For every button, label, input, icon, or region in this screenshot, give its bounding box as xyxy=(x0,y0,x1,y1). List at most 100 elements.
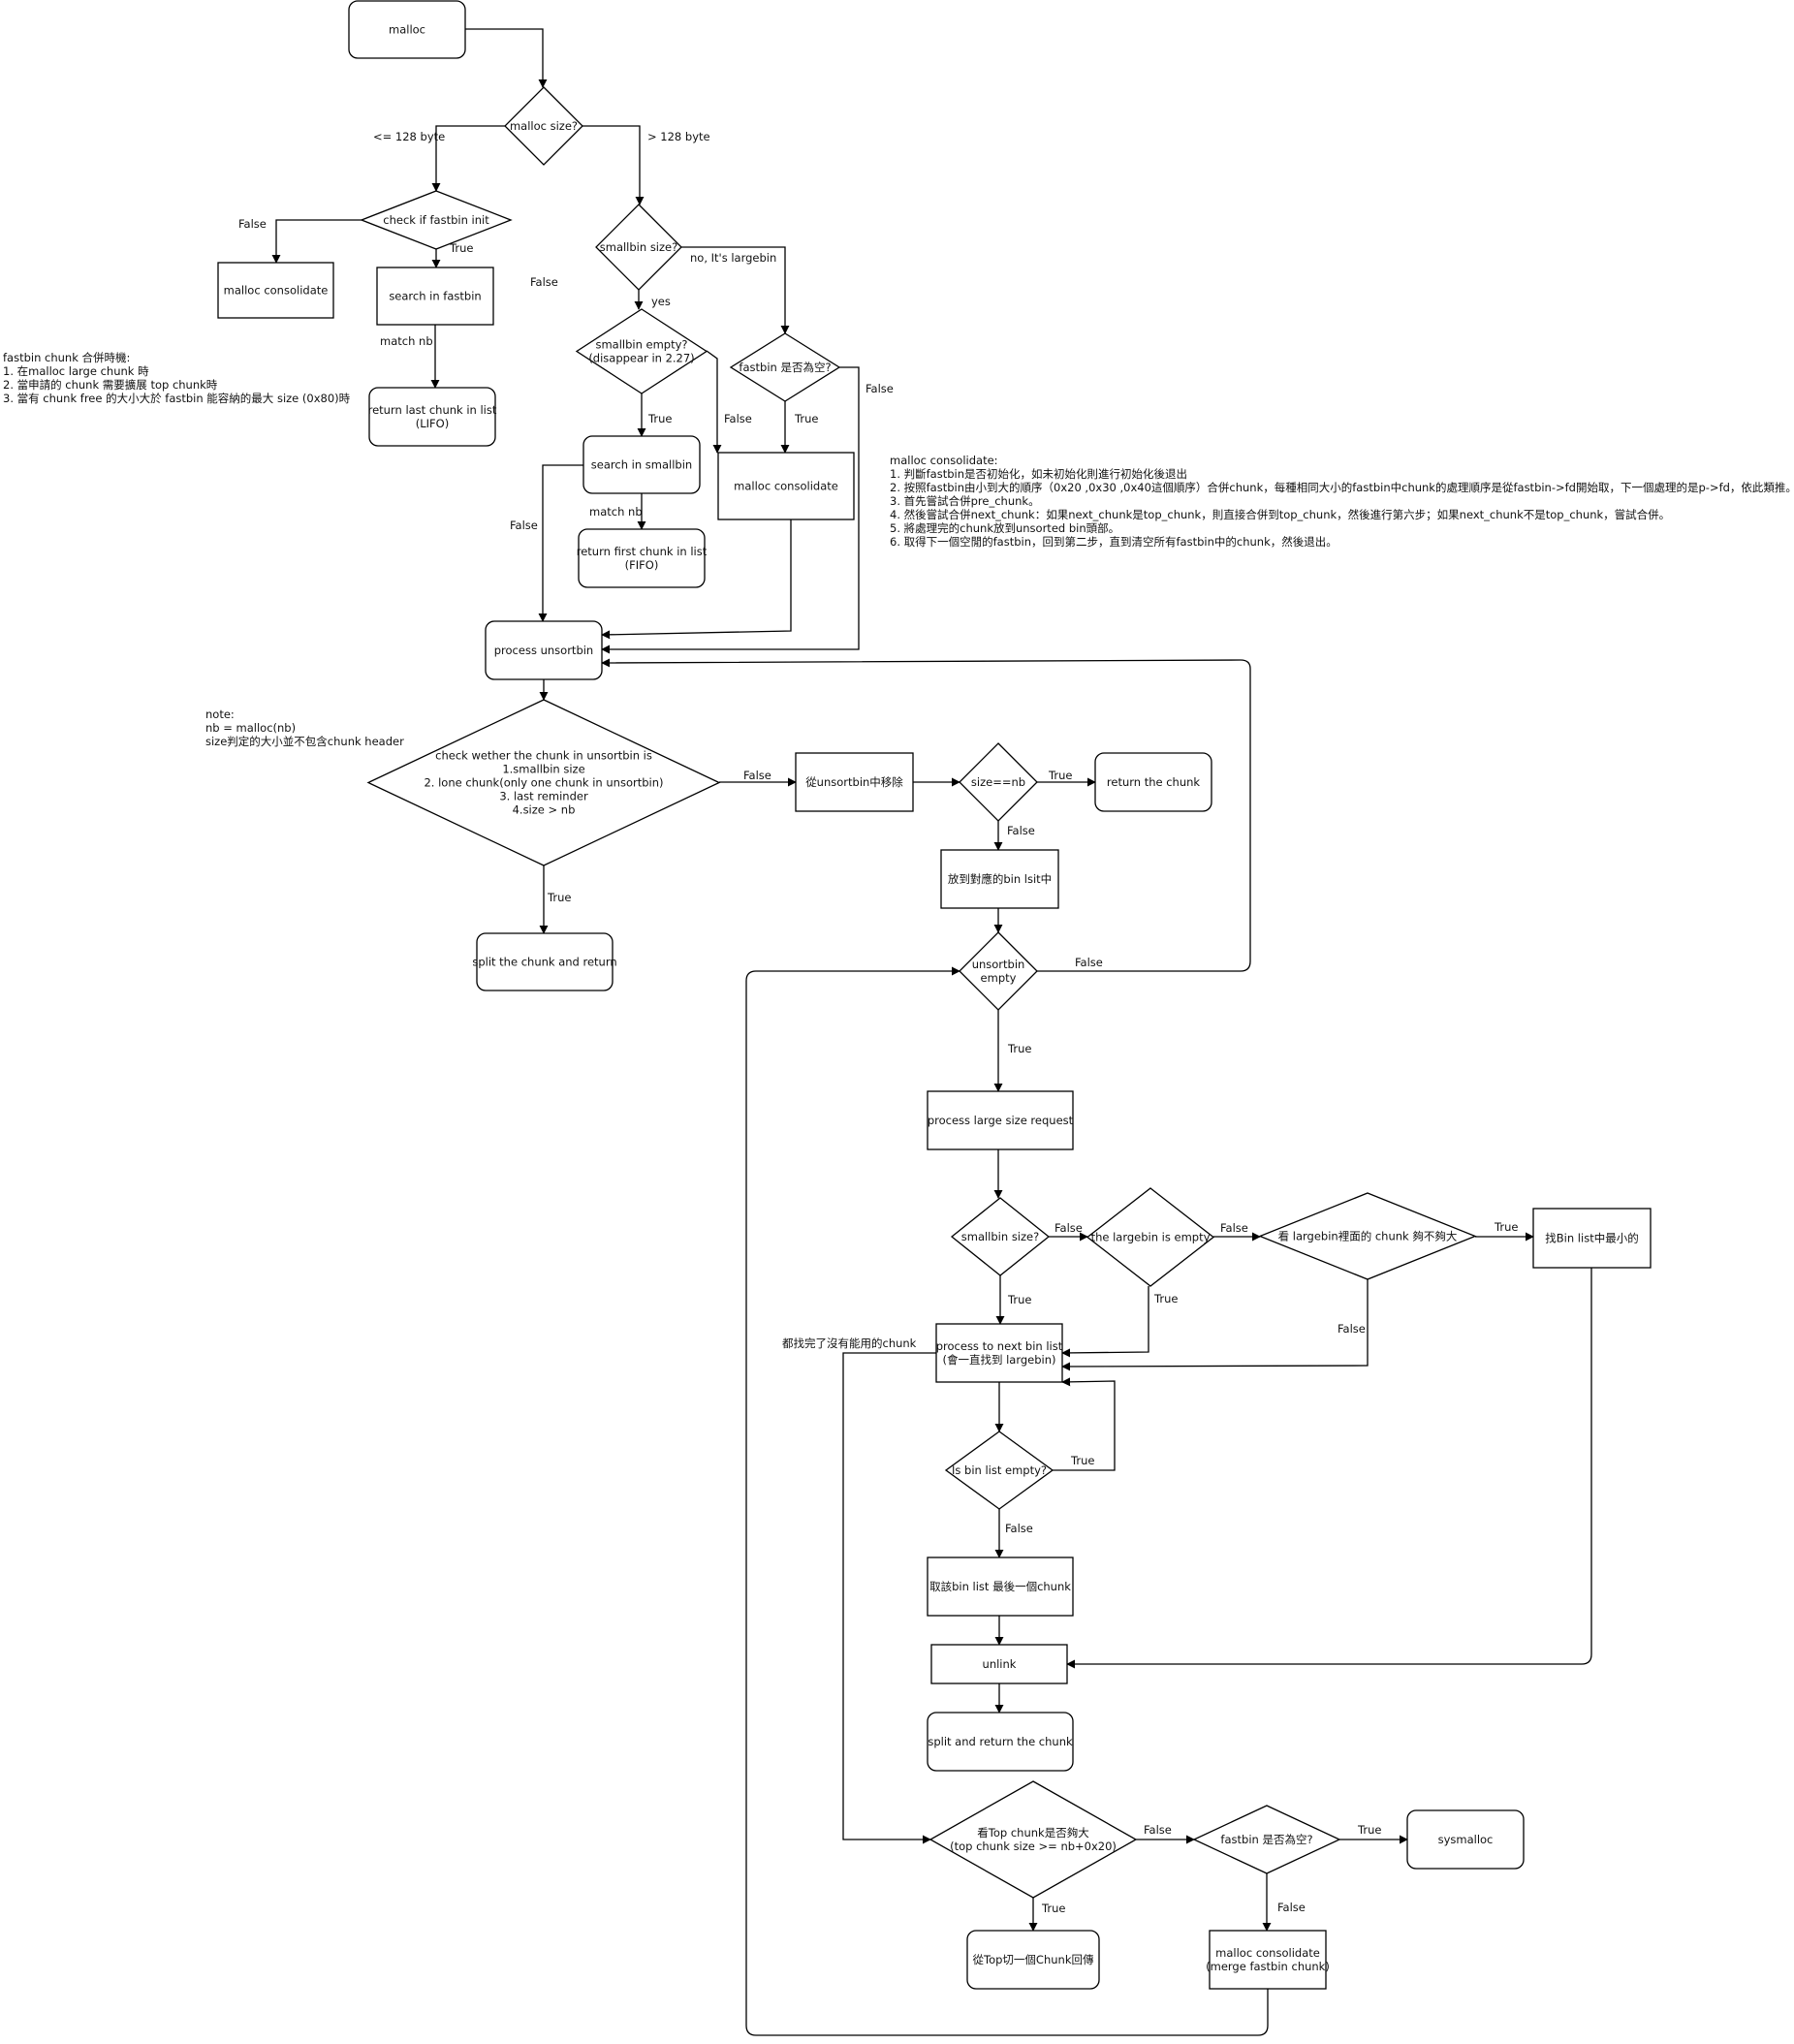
process-unsortbin-box: process unsortbin xyxy=(485,620,603,680)
search-smallbin-box-label: search in smallbin xyxy=(591,458,692,472)
largebin-is-empty-decision-label: the largebin is empty xyxy=(1091,1231,1211,1244)
check-unsortbin-decision-shape xyxy=(366,699,721,866)
top-chunk-big-enough-decision-label-line-2: (top chunk size >= nb+0x20) xyxy=(950,1840,1117,1853)
edge-search-smallbin-false xyxy=(538,464,583,622)
edge-label-smallbin-size-2-true: True xyxy=(1007,1293,1031,1306)
malloc-node: malloc xyxy=(348,0,466,59)
find-smallest-box: 找Bin list中最小的 xyxy=(1532,1208,1652,1269)
check-fastbin-init-decision-label: check if fastbin init xyxy=(383,213,489,227)
split-and-return-box-1-shape xyxy=(476,932,614,991)
return-last-chunk-box: return last chunk in list(LIFO) xyxy=(368,387,497,447)
edge-label-check-false: False xyxy=(743,769,771,782)
edge-size-to-fastbin-init xyxy=(431,125,505,192)
top-chunk-big-enough-decision-label-line-1: 看Top chunk是否夠大 xyxy=(977,1826,1089,1840)
smallbin-size-decision-1-shape xyxy=(595,204,682,291)
return-last-chunk-box-label-line-1: return last chunk in list xyxy=(368,403,497,417)
cut-from-top-box: 從Top切一個Chunk回傳 xyxy=(966,1930,1100,1990)
smallbin-empty-decision: smallbin empty?(disappear in 2.27) xyxy=(575,308,708,394)
edge-all-searched-to-top-chunk xyxy=(842,1352,936,1844)
fastbin-empty-decision-2: fastbin 是否為空? xyxy=(1192,1805,1341,1874)
unlink-box: unlink xyxy=(930,1644,1068,1684)
return-first-chunk-box: return first chunk in list(FIFO) xyxy=(577,528,708,588)
unsortbin-empty-decision-shape xyxy=(959,931,1038,1011)
edge-label-all-searched: 都找完了沒有能用的chunk xyxy=(782,1336,917,1350)
edge-label-unsortbin-empty-true: True xyxy=(1007,1042,1031,1055)
edge-label-yes: yes xyxy=(651,295,671,308)
return-first-chunk-box-label-line-1: return first chunk in list xyxy=(577,545,708,558)
is-bin-list-empty-decision-shape xyxy=(944,1431,1054,1510)
nb-note-line-2: nb = malloc(nb) xyxy=(205,721,296,735)
edge-unsortbin-empty-false xyxy=(601,658,1251,972)
split-and-return-box-2: split and return the chunk xyxy=(927,1712,1074,1772)
process-next-bin-box-shape xyxy=(935,1323,1063,1383)
edge-label-big-enough-false: False xyxy=(1338,1322,1366,1336)
remove-from-unsortbin-box: 從unsortbin中移除 xyxy=(795,752,914,812)
return-the-chunk-box: return the chunk xyxy=(1094,752,1212,812)
check-unsortbin-decision-label-line-4: 3. last reminder xyxy=(499,790,588,803)
edge-label-smallbin-empty-false: False xyxy=(724,412,752,425)
search-smallbin-box-shape xyxy=(582,435,701,494)
fastbin-empty-decision-2-label: fastbin 是否為空? xyxy=(1220,1833,1312,1846)
search-fastbin-box-label: search in fastbin xyxy=(389,290,481,303)
cut-from-top-box-label: 從Top切一個Chunk回傳 xyxy=(973,1953,1094,1966)
unsortbin-empty-decision-label-line-1: unsortbin xyxy=(972,958,1025,971)
fastbin-merge-note-line-1: fastbin chunk 合併時機: xyxy=(3,351,130,364)
edge-size-to-smallbin-size xyxy=(582,125,645,205)
find-smallest-box-label: 找Bin list中最小的 xyxy=(1545,1232,1638,1245)
edge-label-fastbin-init-false: False xyxy=(238,217,267,231)
malloc-consolidate-box-2-shape xyxy=(717,452,855,520)
edge-label-smallbin-size-2-false: False xyxy=(1054,1221,1083,1235)
malloc-node-shape xyxy=(348,0,466,59)
split-and-return-box-1-label: split the chunk and return xyxy=(472,956,616,969)
unlink-box-shape xyxy=(930,1644,1068,1684)
edge-malloc-to-size xyxy=(465,28,548,88)
malloc-consolidate-note-line-3: 2. 按照fastbin由小到大的順序（0x20 ,0x30 ,0x40這個順序… xyxy=(890,481,1794,494)
edge-find-smallest-to-unlink xyxy=(1066,1268,1592,1669)
take-last-chunk-box-shape xyxy=(927,1557,1074,1617)
search-fastbin-box-shape xyxy=(376,267,494,326)
size-eq-nb-decision-label: size==nb xyxy=(971,775,1025,789)
edge-big-enough-false xyxy=(1061,1279,1369,1371)
fastbin-empty-decision-1-label: fastbin 是否為空? xyxy=(739,361,831,374)
edge-label-size-nb-true: True xyxy=(1048,769,1072,782)
edge-label-match-nb-2: match nb xyxy=(589,505,643,519)
edge-bin-list-empty-true xyxy=(1053,1377,1116,1471)
smallbin-empty-decision-label-line-1: smallbin empty? xyxy=(595,338,687,352)
malloc-consolidate-box-2-label: malloc consolidate xyxy=(734,480,838,493)
edge-label-size-nb-false: False xyxy=(1007,824,1035,837)
malloc-consolidate-note-line-2: 1. 判斷fastbin是否初始化，如未初始化則進行初始化後退出 xyxy=(890,467,1187,481)
put-into-bin-box: 放到對應的bin lsit中 xyxy=(940,849,1059,909)
nb-note-line-1: note: xyxy=(205,708,235,721)
edge-fastbin-empty-1-false xyxy=(601,366,860,654)
malloc-consolidate-note-line-5: 4. 然後嘗試合併next_chunk：如果next_chunk是top_chu… xyxy=(890,508,1670,521)
edge-label-smallbin-empty-true: True xyxy=(647,412,672,425)
nb-note-line-3: size判定的大小並不包含chunk header xyxy=(205,735,404,748)
malloc-consolidate-note: malloc consolidate:1. 判斷fastbin是否初始化，如未初… xyxy=(890,454,1794,549)
malloc-consolidate-note-line-4: 3. 首先嘗試合併pre_chunk。 xyxy=(890,494,1040,508)
sysmalloc-box-shape xyxy=(1406,1809,1525,1870)
edge-fastbin-init-false xyxy=(271,219,362,264)
split-and-return-box-2-shape xyxy=(927,1712,1074,1772)
edge-label-top-true: True xyxy=(1041,1902,1065,1915)
size-eq-nb-decision: size==nb xyxy=(959,742,1038,822)
malloc-size-decision: malloc size? xyxy=(504,86,583,166)
fastbin-empty-decision-2-shape xyxy=(1192,1805,1341,1874)
edge-label-fastbin-empty-1-true: True xyxy=(794,412,818,425)
edge-label-check-true: True xyxy=(547,891,571,904)
search-fastbin-box: search in fastbin xyxy=(376,267,494,326)
return-the-chunk-box-shape xyxy=(1094,752,1212,812)
take-last-chunk-box-label: 取該bin list 最後一個chunk xyxy=(929,1580,1071,1593)
malloc-consolidate-note-line-1: malloc consolidate: xyxy=(890,454,998,467)
top-chunk-big-enough-decision-shape xyxy=(928,1780,1138,1899)
edge-label-top-false: False xyxy=(1144,1823,1172,1837)
fastbin-empty-decision-1: fastbin 是否為空? xyxy=(729,332,841,402)
remove-from-unsortbin-box-label: 從unsortbin中移除 xyxy=(805,775,903,789)
malloc-consolidate-note-line-7: 6. 取得下一個空閒的fastbin，回到第二步，直到清空所有fastbin中的… xyxy=(890,535,1338,549)
smallbin-size-decision-2: smallbin size? xyxy=(950,1197,1051,1276)
return-last-chunk-box-shape xyxy=(368,387,496,447)
smallbin-empty-decision-shape xyxy=(575,308,708,394)
malloc-consolidate-box-3: malloc consolidate(merge fastbin chunk) xyxy=(1206,1930,1330,1990)
fastbin-merge-note-line-4: 3. 當有 chunk free 的大小大於 fastbin 能容納的最大 si… xyxy=(3,392,351,405)
largebin-big-enough-decision-label: 看 largebin裡面的 chunk 夠不夠大 xyxy=(1278,1230,1458,1243)
